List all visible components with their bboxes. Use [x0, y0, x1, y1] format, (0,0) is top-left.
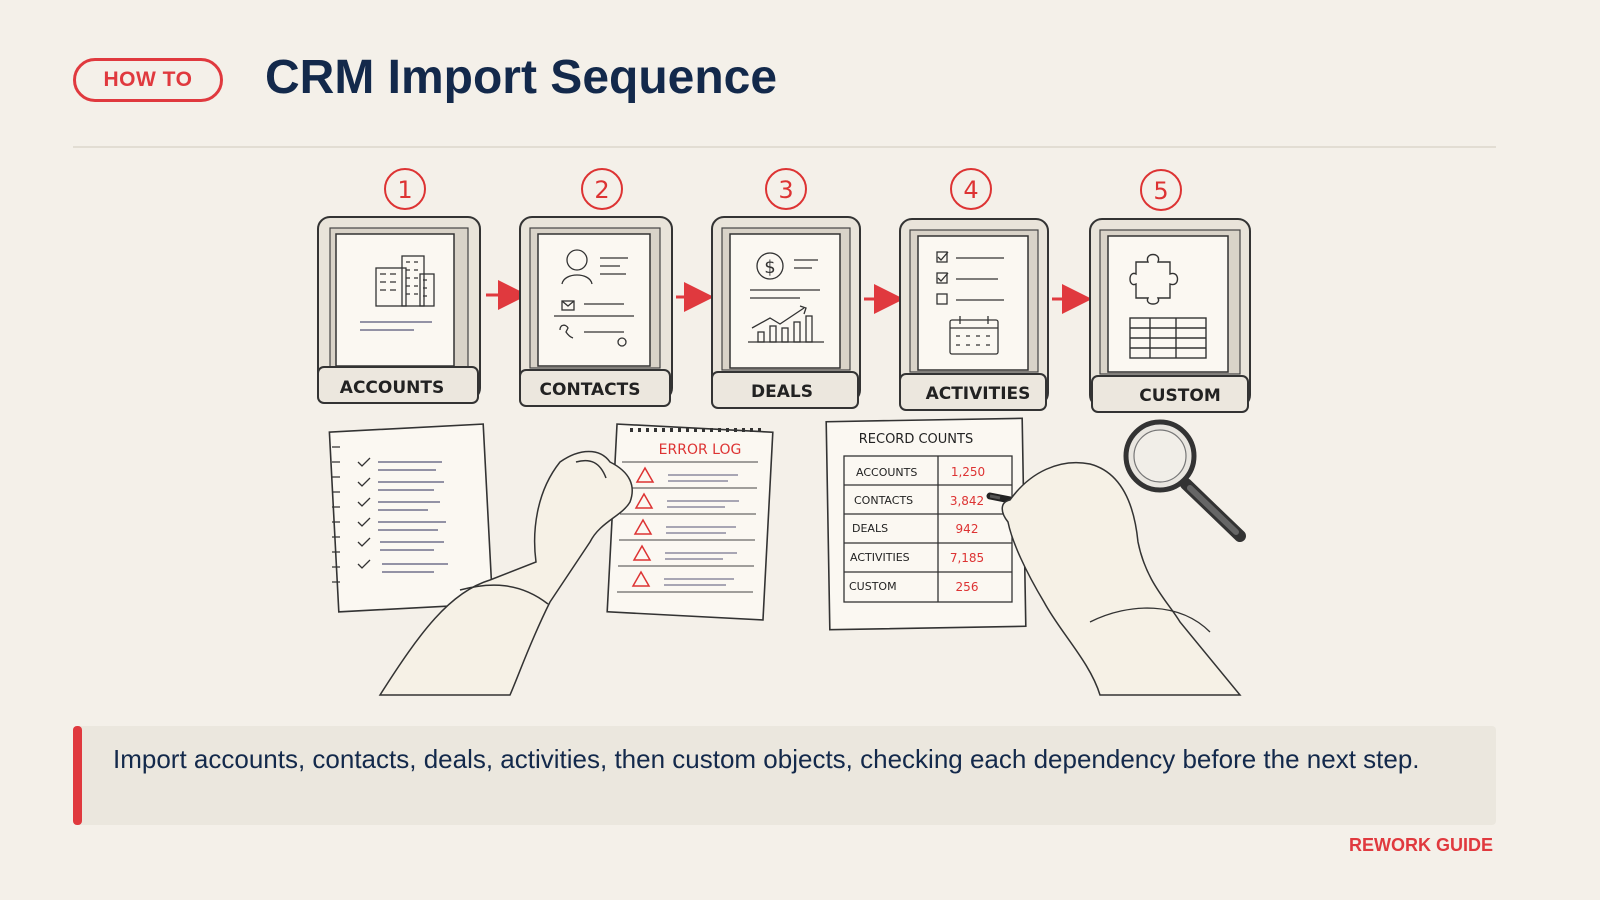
record-name: CONTACTS	[854, 494, 913, 507]
callout-accent-bar	[73, 726, 82, 825]
contact-card-icon	[554, 249, 634, 347]
import-sequence-illustration: 1 ACCOUNTS 2 CONTACTS	[317, 168, 1251, 696]
step-number: 1	[397, 176, 412, 204]
step-number-badge	[581, 168, 623, 210]
step-number: 2	[594, 176, 609, 204]
tray-front	[711, 371, 859, 409]
puzzle-table-icon	[1129, 253, 1207, 359]
record-count: 3,842	[950, 494, 984, 508]
tray-front	[899, 373, 1047, 411]
step-number-badge	[1140, 169, 1182, 211]
building-icon	[375, 255, 435, 307]
step-accounts: 1 ACCOUNTS	[317, 168, 481, 404]
step-deals: 3 $ DEALS	[711, 168, 861, 409]
callout-text: Import accounts, contacts, deals, activi…	[113, 744, 1420, 774]
how-to-badge: HOW TO	[73, 58, 223, 102]
step-custom: 5 CUSTOM	[1089, 169, 1251, 413]
step-label: CUSTOM	[1139, 386, 1221, 406]
summary-callout: Import accounts, contacts, deals, activi…	[73, 726, 1496, 825]
step-number-badge	[765, 168, 807, 210]
step-number-badge	[950, 168, 992, 210]
tray-front	[1091, 375, 1249, 413]
dollar-chart-icon: $	[748, 252, 824, 343]
check-icon	[357, 457, 371, 569]
step-label: DEALS	[751, 382, 813, 402]
record-name: ACCOUNTS	[856, 466, 917, 479]
footer-brand: REWORK GUIDE	[1349, 835, 1493, 855]
step-number: 3	[778, 176, 793, 204]
error-log-title: ERROR LOG	[659, 442, 742, 458]
record-name: CUSTOM	[849, 580, 897, 593]
error-log-notebook: ERROR LOG	[606, 423, 774, 621]
tray-front	[519, 369, 671, 407]
record-count: 7,185	[950, 551, 984, 565]
record-count: 1,250	[951, 465, 985, 479]
step-label: CONTACTS	[540, 380, 641, 400]
warning-icon	[631, 466, 655, 587]
record-name: DEALS	[852, 522, 888, 535]
step-number: 5	[1153, 177, 1168, 205]
step-number-badge	[384, 168, 426, 210]
checklist-notebook	[328, 423, 494, 613]
step-label: ACTIVITIES	[926, 384, 1031, 404]
step-activities: 4 ACTIVITIES	[899, 168, 1049, 411]
checklist-calendar-icon	[936, 251, 1004, 355]
step-contacts: 2 CONTACTS	[519, 168, 673, 407]
right-hand-with-pen	[986, 462, 1242, 696]
header-divider	[73, 146, 1496, 148]
tray-front	[317, 366, 479, 404]
magnifying-glass-icon	[1123, 419, 1246, 542]
step-number: 4	[963, 176, 978, 204]
record-name: ACTIVITIES	[850, 551, 910, 564]
record-counts-sheet: RECORD COUNTS ACCOUNTS 1,250 CONTACTS 3,…	[825, 417, 1027, 631]
svg-text:$: $	[764, 257, 775, 278]
record-count: 942	[956, 522, 979, 536]
page-title: CRM Import Sequence	[265, 51, 778, 104]
left-hand	[378, 450, 633, 696]
step-label: ACCOUNTS	[340, 378, 444, 398]
record-count: 256	[956, 580, 979, 594]
record-counts-title: RECORD COUNTS	[859, 432, 973, 447]
